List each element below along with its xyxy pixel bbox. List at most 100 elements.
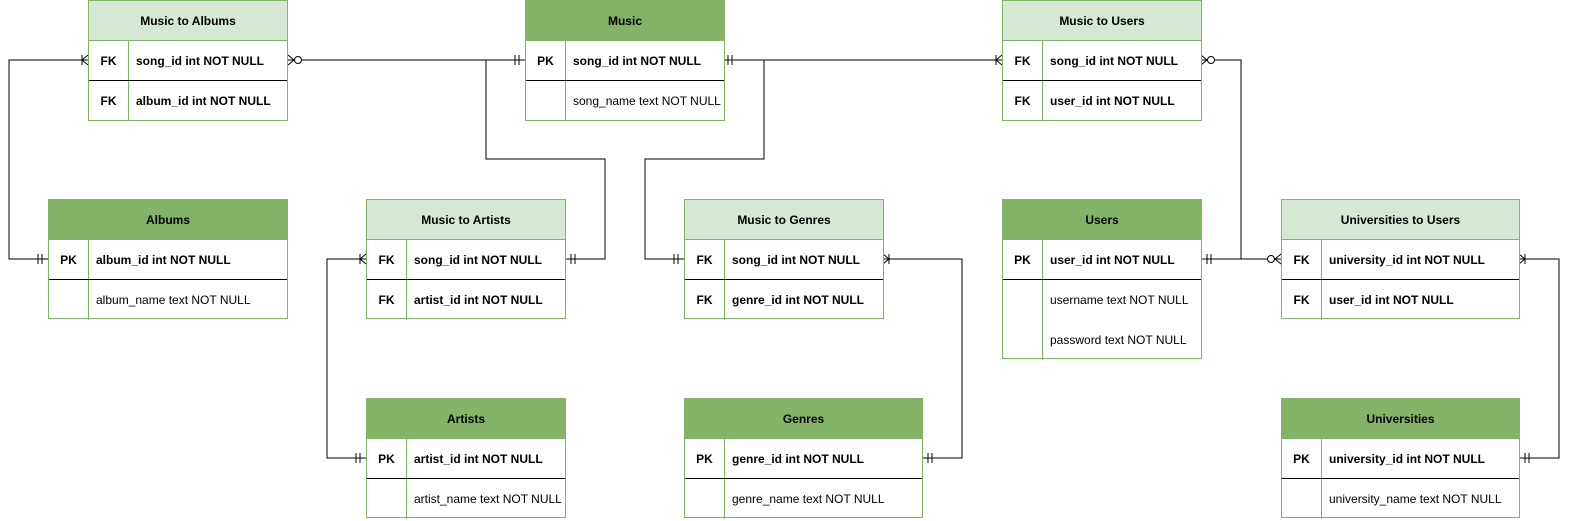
entity-title: Albums	[49, 200, 287, 240]
key-label: PK	[1282, 439, 1322, 478]
field-label: song_id int NOT NULL	[732, 252, 860, 267]
field-label: user_id int NOT NULL	[1050, 252, 1175, 267]
rel-genres-to-music-to-genres	[882, 253, 963, 463]
entity-music-to-genres[interactable]: Music to Genres FK song_id int NOT NULL …	[684, 199, 884, 320]
entity-title: Music to Artists	[367, 200, 565, 240]
table-row[interactable]: album_name text NOT NULL	[49, 280, 287, 320]
entity-title: Music	[526, 1, 724, 41]
field-label: password text NOT NULL	[1050, 333, 1187, 347]
table-row[interactable]: username text NOT NULL	[1003, 280, 1201, 320]
table-row[interactable]: song_name text NOT NULL	[526, 81, 724, 121]
table-row[interactable]: FK genre_id int NOT NULL	[685, 280, 883, 320]
rel-music-to-artists-song	[485, 59, 606, 264]
field-label: song_id int NOT NULL	[1050, 53, 1178, 68]
rel-universities-to-universities-to-users	[1518, 253, 1560, 463]
entity-music-to-users[interactable]: Music to Users FK song_id int NOT NULL F…	[1002, 0, 1202, 121]
key-label	[1282, 479, 1322, 519]
table-row[interactable]: FK user_id int NOT NULL	[1003, 81, 1201, 121]
key-label: FK	[685, 240, 725, 279]
entity-music-to-artists[interactable]: Music to Artists FK song_id int NOT NULL…	[366, 199, 566, 320]
field-label: artist_id int NOT NULL	[414, 451, 543, 466]
key-label: FK	[1003, 41, 1043, 80]
table-row[interactable]: genre_name text NOT NULL	[685, 479, 922, 519]
entity-title: Universities to Users	[1282, 200, 1519, 240]
entity-albums[interactable]: Albums PK album_id int NOT NULL album_na…	[48, 199, 288, 320]
field-label: song_id int NOT NULL	[136, 53, 264, 68]
field-label: university_id int NOT NULL	[1329, 451, 1486, 466]
field-label: genre_id int NOT NULL	[732, 451, 864, 466]
entity-title: Music to Albums	[89, 1, 287, 41]
entity-title: Music to Genres	[685, 200, 883, 240]
table-row[interactable]: FK song_id int NOT NULL	[1003, 41, 1201, 81]
key-label	[526, 81, 566, 121]
key-label	[367, 479, 407, 519]
rel-users-to-music-to-users	[1200, 54, 1242, 264]
key-label	[49, 280, 89, 320]
key-label: FK	[1282, 240, 1322, 279]
field-label: song_id int NOT NULL	[573, 53, 701, 68]
key-label: PK	[367, 439, 407, 478]
field-label: song_id int NOT NULL	[414, 252, 542, 267]
field-label: artist_name text NOT NULL	[414, 492, 562, 506]
table-row[interactable]: FK album_id int NOT NULL	[89, 81, 287, 121]
field-label: album_id int NOT NULL	[96, 252, 231, 267]
key-label: PK	[685, 439, 725, 478]
key-label: PK	[1003, 240, 1043, 279]
field-label: album_id int NOT NULL	[136, 94, 271, 108]
key-label: FK	[367, 280, 407, 320]
key-label: FK	[1003, 81, 1043, 121]
table-row[interactable]: PK album_id int NOT NULL	[49, 240, 287, 280]
field-label: user_id int NOT NULL	[1050, 94, 1175, 108]
table-row[interactable]: FK user_id int NOT NULL	[1282, 280, 1519, 320]
key-label: FK	[89, 41, 129, 80]
field-label: genre_name text NOT NULL	[732, 492, 885, 506]
table-row[interactable]: university_name text NOT NULL	[1282, 479, 1519, 519]
field-label: university_id int NOT NULL	[1329, 252, 1486, 267]
key-label: PK	[526, 41, 566, 80]
entity-title: Users	[1003, 200, 1201, 240]
field-label: genre_id int NOT NULL	[732, 293, 864, 307]
table-row[interactable]: PK genre_id int NOT NULL	[685, 439, 922, 479]
table-row[interactable]: FK artist_id int NOT NULL	[367, 280, 565, 320]
table-row[interactable]: FK song_id int NOT NULL	[367, 240, 565, 280]
rel-albums-to-music-to-albums	[8, 54, 89, 264]
rel-users-to-universities-to-users	[1241, 253, 1282, 265]
key-label	[685, 479, 725, 519]
table-row[interactable]: PK university_id int NOT NULL	[1282, 439, 1519, 479]
entity-title: Genres	[685, 399, 922, 439]
table-row[interactable]: PK user_id int NOT NULL	[1003, 240, 1201, 280]
entity-genres[interactable]: Genres PK genre_id int NOT NULL genre_na…	[684, 398, 923, 519]
entity-music[interactable]: Music PK song_id int NOT NULL song_name …	[525, 0, 725, 121]
table-row[interactable]: FK song_id int NOT NULL	[685, 240, 883, 280]
key-label	[1003, 280, 1043, 320]
rel-music-to-genres-song	[644, 59, 765, 264]
field-label: artist_id int NOT NULL	[414, 293, 543, 307]
entity-title: Universities	[1282, 399, 1519, 439]
rel-artists-to-music-to-artists	[326, 253, 367, 463]
key-label: PK	[49, 240, 89, 279]
entity-universities-to-users[interactable]: Universities to Users FK university_id i…	[1281, 199, 1520, 320]
key-label: FK	[1282, 280, 1322, 320]
field-label: university_name text NOT NULL	[1329, 492, 1502, 506]
table-row[interactable]: FK song_id int NOT NULL	[89, 41, 287, 81]
field-label: album_name text NOT NULL	[96, 293, 251, 307]
field-label: user_id int NOT NULL	[1329, 293, 1454, 307]
key-label	[1003, 320, 1043, 360]
key-label: FK	[89, 81, 129, 121]
entity-title: Music to Users	[1003, 1, 1201, 41]
entity-music-to-albums[interactable]: Music to Albums FK song_id int NOT NULL …	[88, 0, 288, 121]
rel-music-to-users-song	[724, 54, 1003, 66]
key-label: FK	[367, 240, 407, 279]
field-label: username text NOT NULL	[1050, 293, 1189, 307]
table-row[interactable]: PK artist_id int NOT NULL	[367, 439, 565, 479]
entity-universities[interactable]: Universities PK university_id int NOT NU…	[1281, 398, 1520, 519]
entity-artists[interactable]: Artists PK artist_id int NOT NULL artist…	[366, 398, 566, 519]
entity-users[interactable]: Users PK user_id int NOT NULL username t…	[1002, 199, 1202, 360]
table-row[interactable]: PK song_id int NOT NULL	[526, 41, 724, 81]
table-row[interactable]: FK university_id int NOT NULL	[1282, 240, 1519, 280]
table-row[interactable]: artist_name text NOT NULL	[367, 479, 565, 519]
table-row[interactable]: password text NOT NULL	[1003, 320, 1201, 360]
key-label: FK	[685, 280, 725, 320]
entity-title: Artists	[367, 399, 565, 439]
